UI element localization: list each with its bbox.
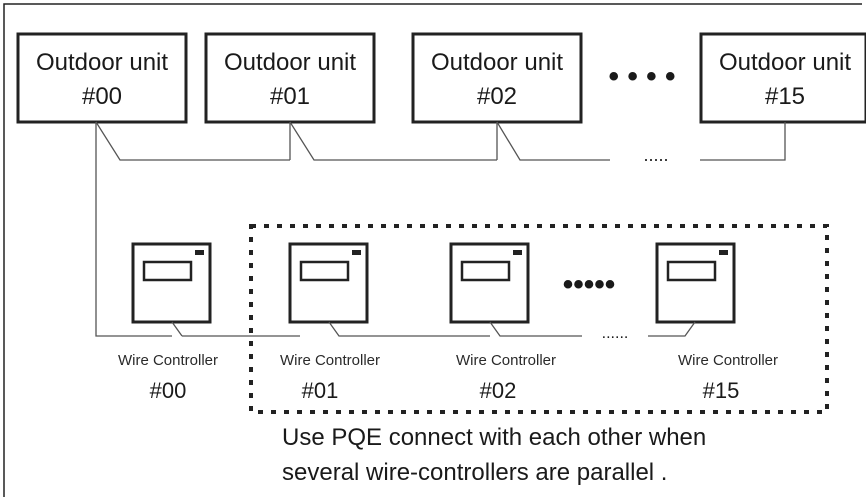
controller-display [299, 260, 350, 282]
controller-box [449, 242, 530, 324]
wire-controller-number: #01 [302, 378, 339, 403]
wire-controller-number: #00 [150, 378, 187, 403]
outdoor-unit-label: Outdoor unit [431, 49, 563, 76]
wire-controller-label: Wire Controller [678, 352, 778, 369]
controller-indicator [195, 250, 204, 255]
outdoor-unit-00: Outdoor unit #00 [16, 32, 188, 124]
wire-controller-02 [449, 242, 530, 324]
parallel-group-box [249, 224, 829, 414]
note-line-1: Use PQE connect with each other when [282, 424, 706, 451]
outdoor-unit-01: Outdoor unit #01 [204, 32, 376, 124]
controller-indicator [352, 250, 361, 255]
outdoor-bus-ellipsis: ..... [643, 145, 668, 165]
note-line-2: several wire-controllers are parallel . [282, 459, 667, 486]
outdoor-unit-box [699, 32, 866, 124]
wire-controller-label: Wire Controller [456, 352, 556, 369]
outdoor-units-ellipsis: • • • • [608, 60, 675, 93]
controllers-ellipsis: ••••• [563, 268, 616, 301]
outdoor-unit-number: #15 [765, 83, 805, 110]
outdoor-unit-box [204, 32, 376, 124]
outdoor-unit-number: #00 [82, 83, 122, 110]
outdoor-unit-label: Outdoor unit [719, 49, 851, 76]
controller-box [288, 242, 369, 324]
wire-controller-01 [288, 242, 369, 324]
controller-lead [171, 321, 183, 337]
wire-controller-00 [131, 242, 212, 337]
wire-controller-number: #02 [480, 378, 517, 403]
outdoor-unit-02: Outdoor unit #02 [411, 32, 583, 124]
wire-controller-number: #15 [703, 378, 740, 403]
outdoor-unit-label: Outdoor unit [36, 49, 168, 76]
controller-box [131, 242, 212, 324]
controller-display [460, 260, 511, 282]
controller-indicator [513, 250, 522, 255]
controller-display [666, 260, 717, 282]
outdoor-unit-label: Outdoor unit [224, 49, 356, 76]
controller-display [142, 260, 193, 282]
controller-indicator [719, 250, 728, 255]
wire-controller-15 [655, 242, 736, 324]
controller-bus-wiring [182, 321, 696, 337]
outdoor-unit-number: #01 [270, 83, 310, 110]
outdoor-unit-15: Outdoor unit #15 [699, 32, 866, 124]
wire-controller-label: Wire Controller [280, 352, 380, 369]
outdoor-unit-box [16, 32, 188, 124]
wire-controller-label: Wire Controller [118, 352, 218, 369]
diagram-frame [3, 3, 862, 497]
outdoor-bus-wiring [95, 121, 786, 337]
controller-bus-ellipsis: ...... [602, 325, 629, 342]
outdoor-unit-number: #02 [477, 83, 517, 110]
controller-box [655, 242, 736, 324]
